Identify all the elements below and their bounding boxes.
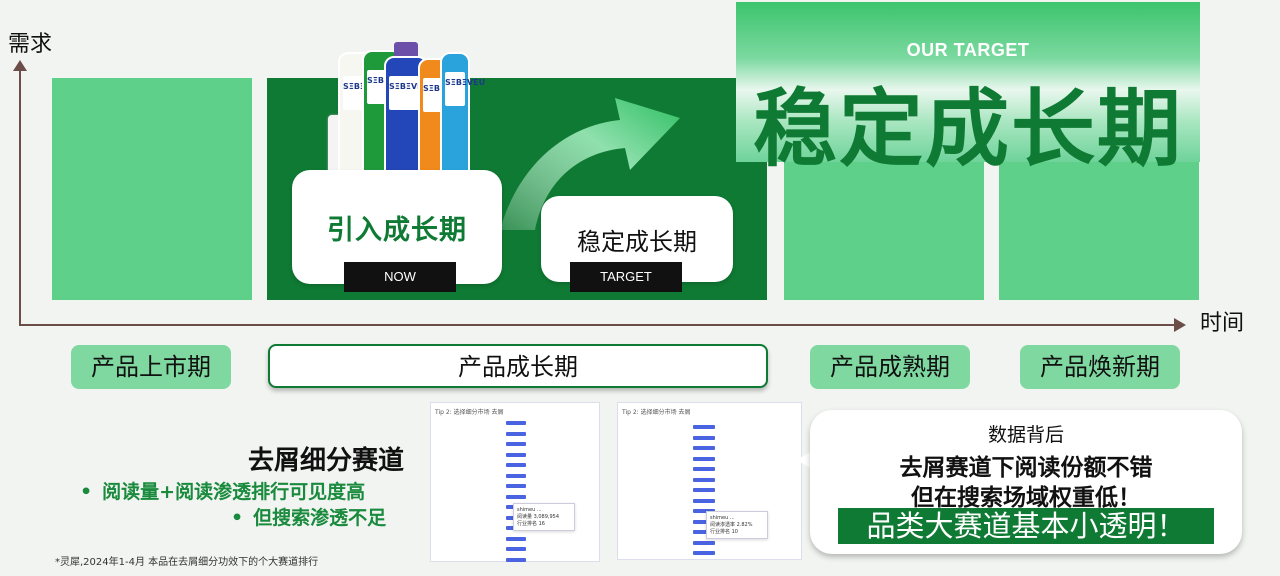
insight-callout: 数据背后 去屑赛道下阅读份额不错 但在搜索场域权重低！ 品类大赛道基本小透明！	[810, 410, 1242, 554]
ranking-row	[618, 540, 801, 550]
ranking-bar	[506, 557, 526, 562]
y-axis-arrow-icon	[13, 60, 27, 71]
x-axis	[19, 324, 1179, 326]
ranking-bar	[693, 425, 715, 429]
ranking-bar	[693, 456, 715, 461]
ranking-bar	[693, 435, 715, 440]
x-axis-label: 时间	[1200, 311, 1245, 336]
ranking-row	[618, 519, 801, 529]
ranking-row	[431, 547, 599, 556]
ranking-row	[431, 463, 599, 472]
ranking-bar	[693, 519, 715, 524]
ranking-bar	[693, 509, 715, 513]
ranking-row	[618, 509, 801, 518]
ranking-bar	[693, 477, 715, 482]
target-highlight-panel	[736, 2, 1200, 162]
ranking-row	[431, 536, 599, 546]
ranking-bar	[506, 484, 526, 488]
ranking-screenshot-right: Tip 2: 选择细分市场 去屑 shimeu ... 阅读渗透率 2.82% …	[617, 402, 802, 560]
phase-launch: 产品上市期	[71, 345, 231, 389]
ranking-row	[618, 488, 801, 497]
intro-growth-card: 引入成长期	[292, 170, 502, 284]
ranking-bar	[693, 530, 715, 534]
ranking-bar	[693, 467, 715, 471]
bottle-lightblue: SΞBΞVEU	[440, 52, 485, 176]
ranking-row	[618, 498, 801, 508]
ranking-row	[618, 456, 801, 466]
segment-bullet-1: •阅读量+阅读渗透排行可见度高	[80, 481, 366, 503]
ranking-row	[431, 452, 599, 462]
ranking-row	[431, 442, 599, 451]
bottle-cap-purple	[394, 42, 418, 58]
ranking-bar	[693, 551, 715, 555]
segment-title: 去屑细分赛道	[248, 446, 405, 476]
ranking-tooltip-left: shimeu ... 阅读量 3,089,954 行业排名 16	[513, 503, 575, 531]
ranking-bar	[693, 446, 715, 450]
x-axis-arrow-icon	[1174, 318, 1186, 332]
ranking-bar	[506, 431, 526, 436]
ranking-row	[618, 425, 801, 434]
callout-line-2: 但在搜索场域权重低！	[911, 485, 1141, 511]
y-axis-label: 需求	[8, 32, 53, 57]
footnote: *灵犀,2024年1-4月 本品在去屑细分功效下的个大赛道排行	[55, 557, 319, 568]
ranking-row	[431, 421, 599, 430]
ranking-bar	[506, 547, 526, 551]
intro-growth-title: 引入成长期	[327, 215, 467, 246]
ranking-row	[618, 435, 801, 445]
ranking-row	[618, 467, 801, 476]
ranking-bar	[506, 421, 526, 425]
ranking-bar	[506, 463, 526, 467]
ranking-bar	[506, 442, 526, 446]
ranking-row	[618, 477, 801, 487]
ranking-bar	[693, 498, 715, 503]
ranking-bar	[506, 452, 526, 457]
callout-line-1: 去屑赛道下阅读份额不错	[899, 455, 1153, 481]
ranking-row	[618, 551, 801, 560]
ranking-row	[431, 494, 599, 504]
segment-bullet-2: •但搜索渗透不足	[231, 507, 387, 529]
callout-subtitle: 数据背后	[987, 424, 1064, 446]
stable-growth-title: 稳定成长期	[577, 228, 697, 256]
ranking-tooltip-right: shimeu ... 阅读渗透率 2.82% 行业排名 10	[706, 511, 768, 539]
product-image: SΞBΞVEU SΞBΞVEU SΞBΞVEU SΞBΞVEU SΞBΞVEU	[320, 40, 485, 190]
stage-block-launch	[52, 78, 252, 300]
phase-mature: 产品成熟期	[810, 345, 970, 389]
our-target-label: OUR TARGET	[906, 40, 1030, 60]
ranking-bar	[506, 494, 526, 499]
ranking-bar	[693, 488, 715, 492]
ranking-bar	[506, 473, 526, 478]
phase-growth: 产品成长期	[268, 344, 768, 388]
now-tag: NOW	[344, 262, 456, 292]
y-axis	[19, 66, 21, 326]
target-tag: TARGET	[570, 262, 682, 292]
ranking-row	[618, 530, 801, 539]
callout-banner: 品类大赛道基本小透明！	[838, 508, 1214, 544]
ranking-screenshot-left: Tip 2: 选择细分市场 去屑 shimeu ... 阅读量 3,089,95…	[430, 402, 600, 562]
ranking-row	[431, 557, 599, 567]
ranking-row	[431, 484, 599, 493]
ranking-row	[431, 431, 599, 441]
ranking-bar	[506, 536, 526, 541]
growth-arrow-icon	[500, 98, 680, 230]
target-headline: 稳定成长期	[752, 79, 1183, 178]
ranking-row	[431, 473, 599, 483]
ranking-row	[618, 446, 801, 455]
phase-renew: 产品焕新期	[1020, 345, 1180, 389]
ranking-bar	[693, 540, 715, 545]
